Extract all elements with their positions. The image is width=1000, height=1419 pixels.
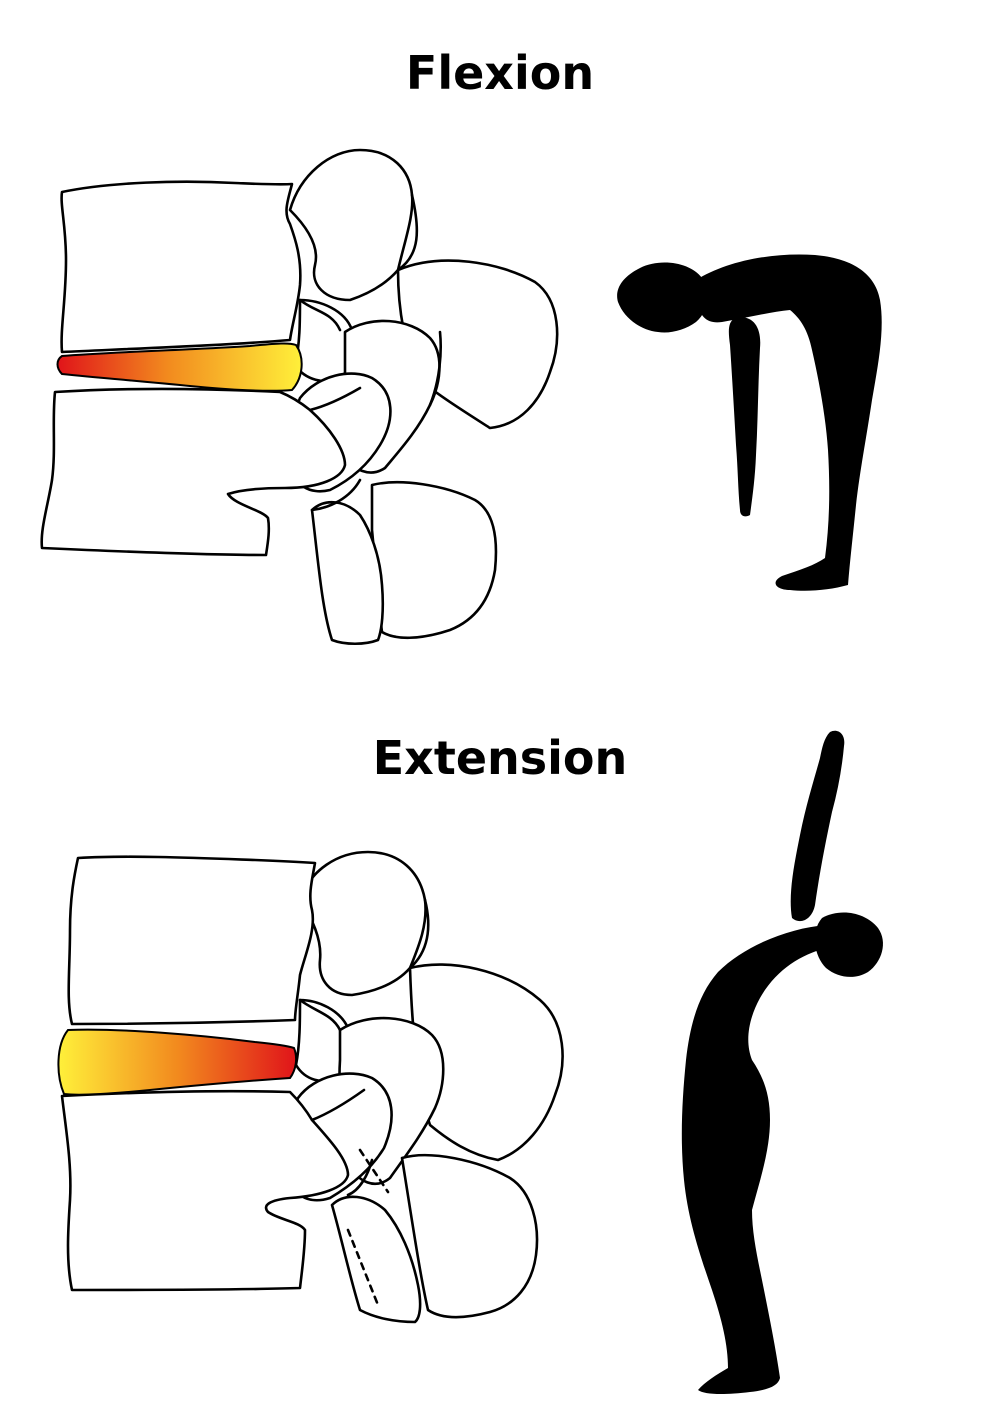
- flexion-facet-joint-line-4: [310, 478, 362, 512]
- extension-facet-joint-line-2: [298, 998, 342, 1032]
- extension-facet-joint-line-4: [346, 1158, 374, 1197]
- flexion-lower-facet: [310, 501, 385, 646]
- flexion-facet-joint-line-2: [298, 298, 342, 332]
- extension-head: [814, 912, 883, 977]
- flexion-person-silhouette: [617, 254, 882, 591]
- extension-raised-arm: [790, 730, 845, 922]
- flexion-title: Flexion: [405, 46, 595, 100]
- flexion-arm: [728, 317, 761, 517]
- extension-upper-vertebral-body: [67, 855, 317, 1026]
- extension-facet-joint-line-1: [408, 898, 430, 970]
- extension-person-silhouette: [681, 730, 883, 1395]
- extension-lower-vertebral-body: [60, 1089, 350, 1292]
- flexion-upper-vertebral-body: [60, 180, 302, 354]
- flexion-spine-illustration: [40, 148, 559, 646]
- extension-body: [681, 925, 826, 1395]
- flexion-lower-spinous-process: [370, 480, 498, 640]
- extension-spine-illustration: [57, 850, 564, 1324]
- flexion-facet-joint-line-5: [428, 330, 442, 407]
- extension-lower-spinous-process: [400, 1153, 539, 1319]
- extension-pars-dashed-line: [358, 1148, 390, 1194]
- extension-upper-facet: [298, 850, 427, 997]
- flexion-upper-facet: [288, 148, 414, 302]
- flexion-lower-vertebral-body: [40, 387, 347, 557]
- flexion-facet-joint-line-1: [396, 193, 419, 272]
- extension-lower-facet: [330, 1195, 422, 1324]
- extension-lamina-dashed-line: [346, 1228, 380, 1307]
- flexion-facet-joint-line-3: [308, 386, 362, 412]
- extension-title: Extension: [372, 731, 628, 785]
- extension-facet-joint-line-3: [310, 1088, 366, 1122]
- flexion-intervertebral-disc: [56, 342, 303, 392]
- flexion-torso-and-legs: [696, 254, 882, 591]
- extension-intervertebral-disc: [57, 1028, 298, 1096]
- flexion-head: [617, 262, 708, 333]
